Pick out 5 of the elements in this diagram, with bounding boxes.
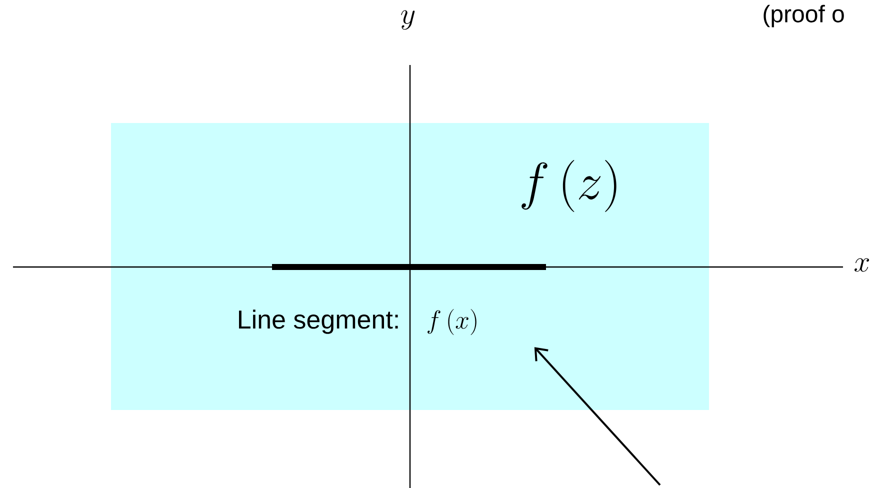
axis-label: $x$	[854, 258, 870, 272]
axis-label: $y$	[401, 10, 415, 30]
note-text: (proof o	[764, 4, 844, 28]
segment-label: Line segment: $f\left(x\right)$	[239, 309, 476, 336]
arrow	[534, 347, 661, 486]
